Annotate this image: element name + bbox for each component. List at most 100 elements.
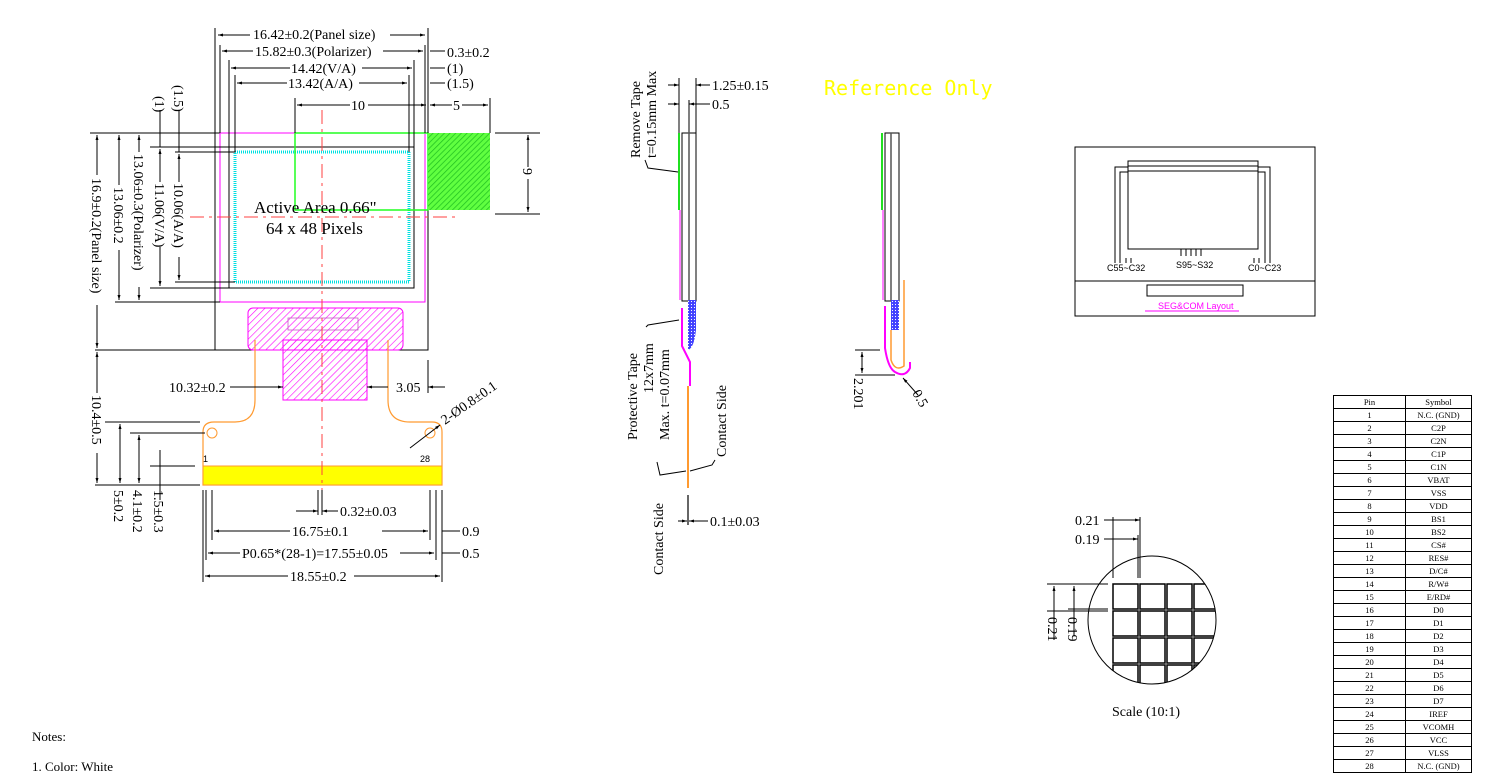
pixel-detail: 0.21 0.19 0.21 0.19 Scale (10:1)	[1044, 514, 1246, 720]
pin-symbol: D3	[1405, 642, 1472, 656]
dimension-label: 5	[453, 99, 460, 114]
pin-number: 6	[1333, 473, 1406, 487]
pixel-cell	[1193, 583, 1216, 610]
pixel-cell	[1139, 583, 1166, 610]
front-view: Active Area 0.66" 64 x 48 Pixels 1 28 16…	[88, 27, 540, 585]
pin-symbol: D0	[1405, 603, 1472, 617]
pixel-cell	[1221, 611, 1246, 636]
pixel-cell	[1193, 664, 1216, 684]
pin-symbol: C2P	[1405, 421, 1472, 435]
pixel-cell	[1139, 637, 1166, 664]
seg-com-layout: C55~C32 S95~S32 C0~C23 SEG&COM Layout	[1074, 146, 1316, 317]
bent-view: 2.201 0.5	[850, 132, 931, 411]
dimension-label: 0.5	[909, 388, 931, 411]
dimension-label: 16.42±0.2(Panel size)	[253, 28, 376, 43]
dimension-label: (1)	[447, 62, 464, 77]
pin-symbol: VDD	[1405, 499, 1472, 513]
pin-number: 8	[1333, 499, 1406, 513]
dimension-label: 28	[420, 454, 430, 464]
dimension-label: 1	[203, 454, 208, 464]
dimension-label: 4.1±0.2	[129, 490, 144, 533]
dimension-label: 14.42(V/A)	[291, 62, 356, 77]
pixel-cell	[1112, 664, 1139, 684]
dimension-label: 10	[351, 99, 365, 114]
pin-number: 5	[1333, 460, 1406, 474]
pin-symbol: E/RD#	[1405, 590, 1472, 604]
pin-symbol: RES#	[1405, 551, 1472, 565]
pin-number: 26	[1333, 733, 1406, 747]
reference-only-label: Reference Only	[824, 76, 993, 100]
dimension-label: 13.06±0.3(Polarizer)	[130, 154, 145, 271]
dimension-label: C55~C32	[1107, 263, 1145, 273]
dimension-label: 11.06(V/A)	[151, 183, 166, 248]
dimension-label: C0~C23	[1248, 263, 1281, 273]
pixel-cell	[1166, 637, 1193, 664]
pin-symbol: N.C. (GND)	[1405, 408, 1472, 422]
side-view: 1.25±0.15 0.5 0.1±0.03 Remove Tape t=0.1…	[626, 71, 769, 575]
pin-symbol: D1	[1405, 616, 1472, 630]
pin-symbol: IREF	[1405, 707, 1472, 721]
pin-symbol: VSS	[1405, 486, 1472, 500]
note-item: 1. Color: White	[32, 759, 114, 774]
fpc-hole-right	[424, 427, 436, 439]
pin-symbol: D4	[1405, 655, 1472, 669]
pin-number: 3	[1333, 434, 1406, 448]
dimension-label: 0.21	[1075, 514, 1100, 529]
pin-symbol: D5	[1405, 668, 1472, 682]
pixel-cell	[1139, 664, 1166, 684]
dimension-label: t=0.15mm Max	[645, 71, 660, 158]
pin-symbol: C1P	[1405, 447, 1472, 461]
dimension-label: 1.5±0.3	[150, 490, 165, 533]
pin-number: 10	[1333, 525, 1406, 539]
pixels-label: 64 x 48 Pixels	[266, 219, 363, 238]
pin-number: 2	[1333, 421, 1406, 435]
pin-number: 11	[1333, 538, 1406, 552]
dimension-label: 0.5	[462, 547, 480, 562]
pin-number: 22	[1333, 681, 1406, 695]
pin-symbol: R/W#	[1405, 577, 1472, 591]
pin-symbol: VCC	[1405, 733, 1472, 747]
pin-number: 4	[1333, 447, 1406, 461]
pin-symbol: BS1	[1405, 512, 1472, 526]
pin-symbol: VBAT	[1405, 473, 1472, 487]
dimension-label: SEG&COM Layout	[1158, 301, 1234, 311]
pin-symbol: C1N	[1405, 460, 1472, 474]
active-area-label: Active Area 0.66"	[254, 198, 377, 217]
dimension-label: 0.5	[712, 98, 730, 113]
pin-number: 17	[1333, 616, 1406, 630]
dimension-label: 2-Ø0.8±0.1	[439, 379, 500, 428]
dimension-label: 0.32±0.03	[340, 505, 397, 520]
dimension-label: 3.05	[396, 381, 421, 396]
contact-side-label: Contact Side	[715, 385, 730, 457]
dimension-label: 10.32±0.2	[169, 381, 226, 396]
pixel-cell	[1193, 610, 1216, 637]
pin-number: 18	[1333, 629, 1406, 643]
pin-symbol: D2	[1405, 629, 1472, 643]
pixel-cell	[1112, 637, 1139, 664]
pin-symbol: CS#	[1405, 538, 1472, 552]
dimension-label: 10.4±0.5	[88, 395, 103, 445]
pin-number: 12	[1333, 551, 1406, 565]
dimension-label: 9	[519, 168, 534, 175]
dimension-label: Remove Tape	[629, 81, 644, 158]
pixel-cell	[1221, 692, 1246, 717]
pin-number: 24	[1333, 707, 1406, 721]
dimension-label: 0.3±0.2	[447, 46, 490, 61]
pixel-cell	[1194, 692, 1219, 717]
